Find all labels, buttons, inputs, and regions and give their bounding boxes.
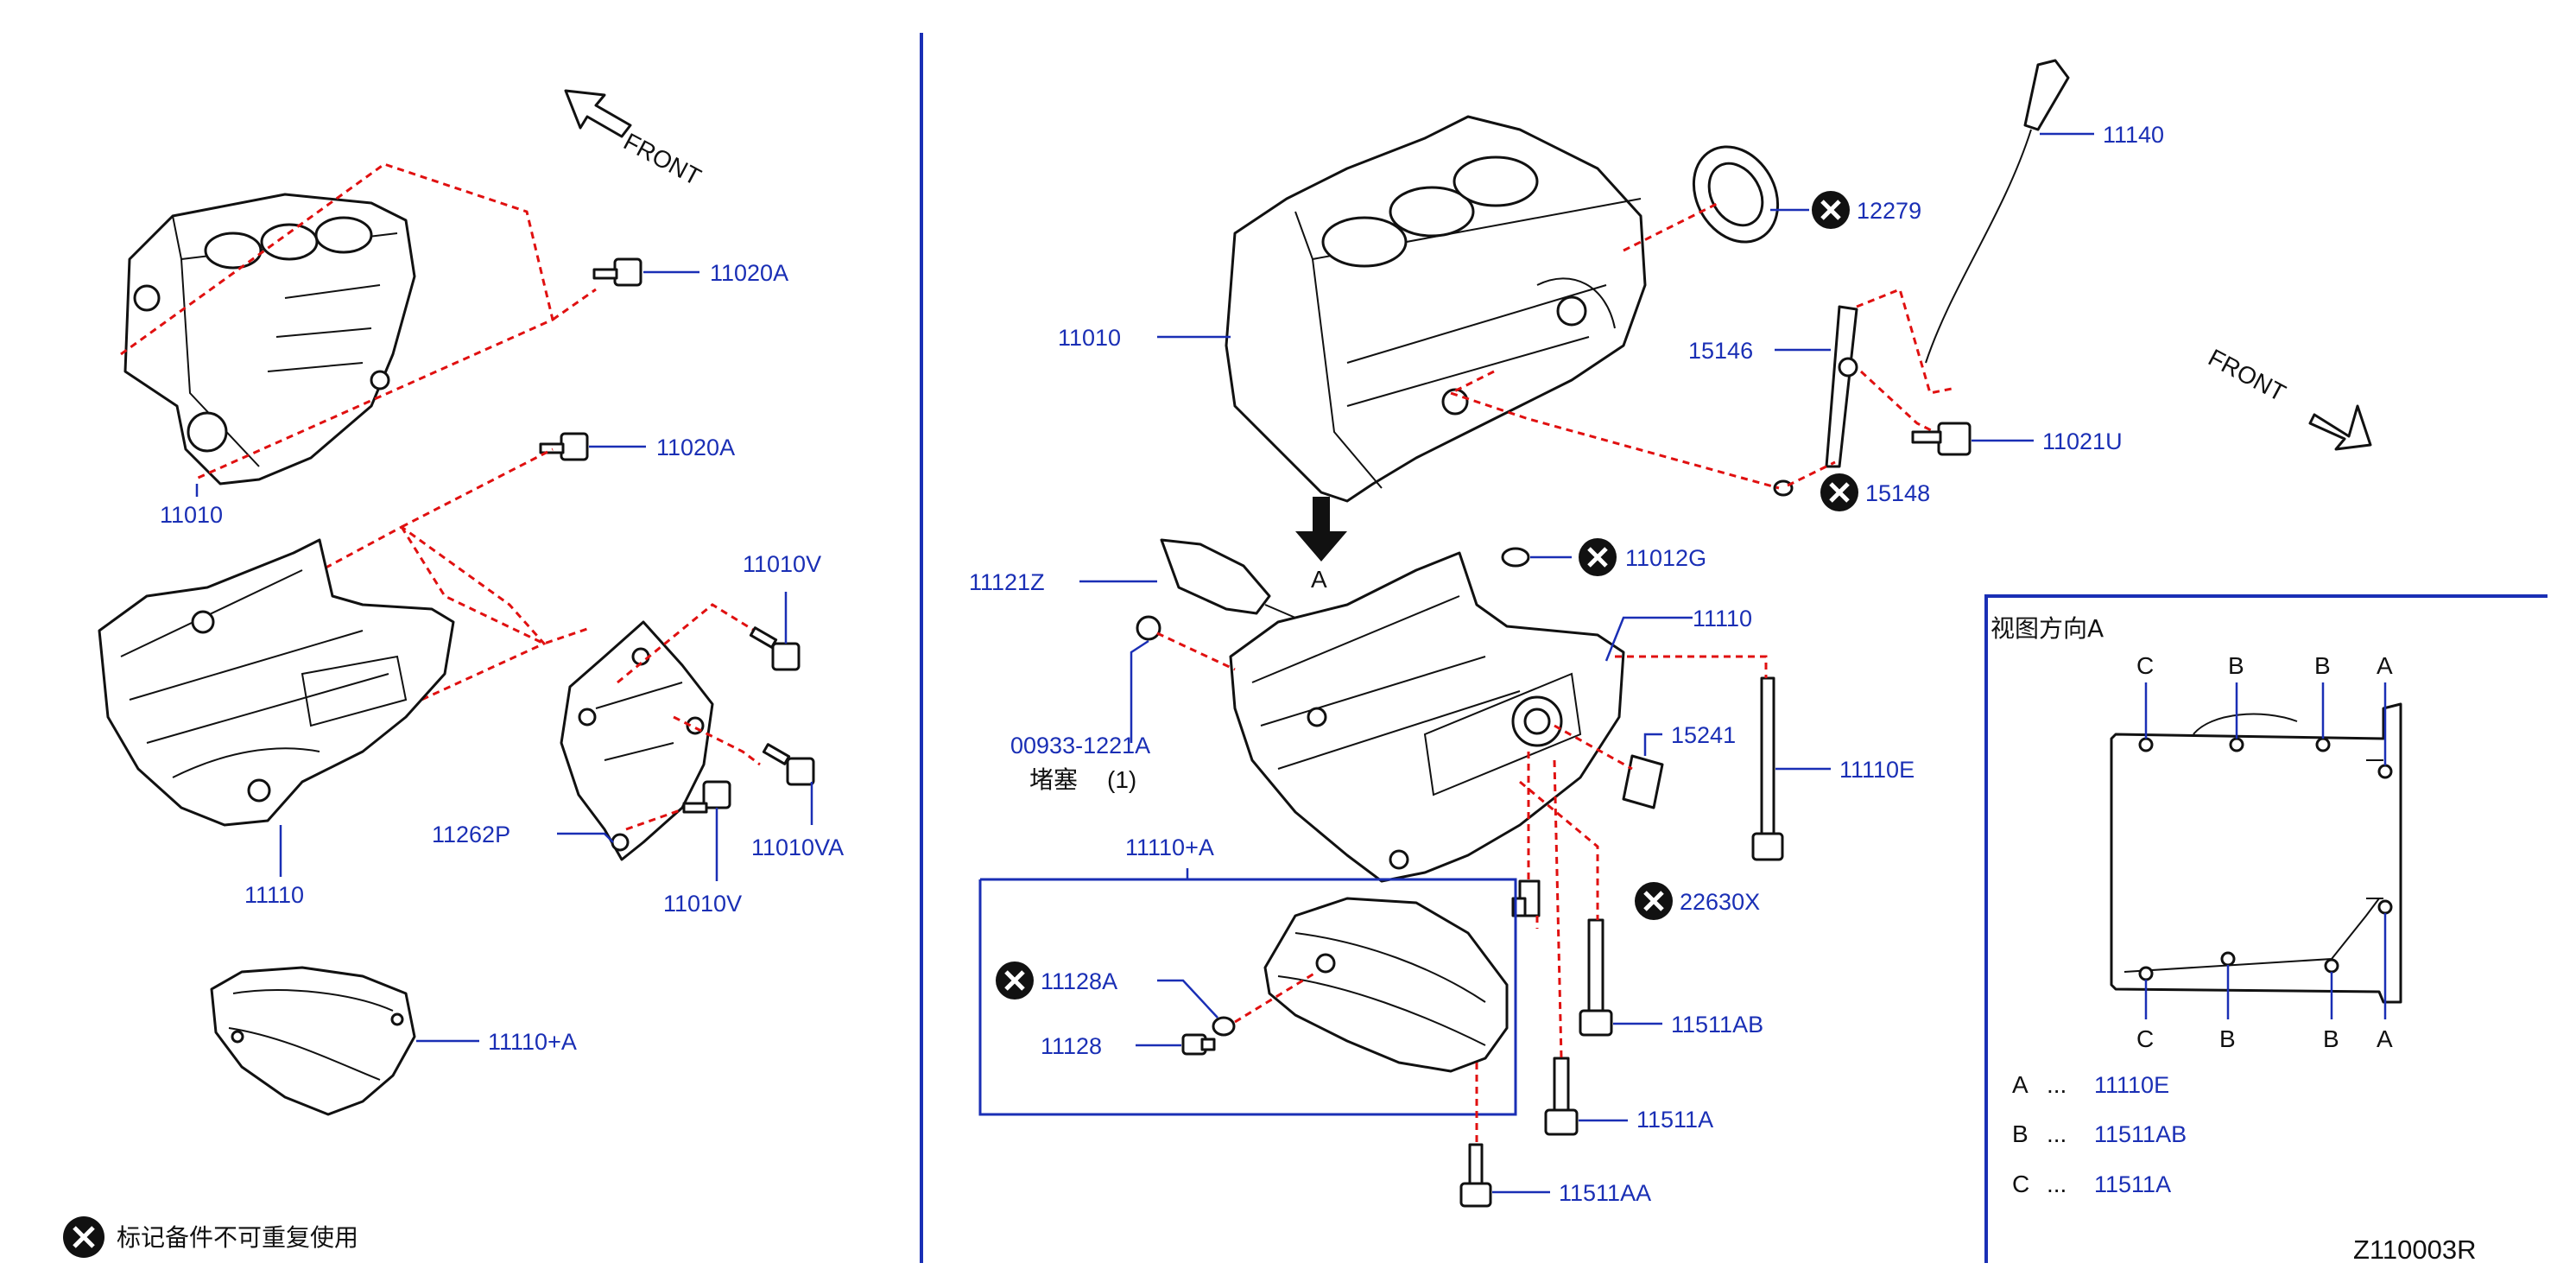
legend-part-C: 11511A bbox=[2094, 1171, 2171, 1197]
crankcase-center bbox=[1229, 551, 1625, 883]
label-11511A: 11511A bbox=[1636, 1107, 1713, 1133]
inset-frame bbox=[1984, 594, 2548, 1263]
legend-dots-C: ... bbox=[2047, 1171, 2066, 1197]
label-15241: 15241 bbox=[1671, 722, 1736, 748]
label-11110A-center: 11110+A bbox=[1125, 835, 1214, 860]
label-11140: 11140 bbox=[2103, 122, 2164, 148]
guide-tube-15146 bbox=[1825, 305, 1858, 468]
legend-part-A: 11110E bbox=[2094, 1072, 2169, 1098]
oil-pan-center bbox=[1263, 897, 1509, 1073]
label-11128A: 11128A bbox=[1041, 968, 1117, 994]
bolt-11511AB bbox=[1579, 918, 1613, 1037]
non-reusable-icon bbox=[1820, 473, 1858, 511]
non-reusable-icon bbox=[1635, 882, 1673, 920]
o-ring-11012G bbox=[1501, 547, 1530, 568]
non-reusable-icon bbox=[1579, 538, 1617, 576]
washer-11128A bbox=[1212, 1016, 1236, 1037]
inset-title: 视图方向A bbox=[1991, 614, 2104, 643]
bolt-11511AA bbox=[1459, 1143, 1492, 1208]
label-12279: 12279 bbox=[1857, 198, 1921, 224]
label-11020A-upper: 11020A bbox=[710, 260, 788, 286]
label-11110E: 11110E bbox=[1839, 757, 1915, 783]
front-label-left: FRONT bbox=[619, 128, 706, 191]
inset-bottom-letter-4: A bbox=[2377, 1025, 2393, 1052]
legend-dots-A: ... bbox=[2047, 1071, 2066, 1098]
label-11110-left: 11110 bbox=[244, 882, 304, 908]
sealant-tube-11121Z bbox=[1160, 538, 1296, 619]
label-11262P: 11262P bbox=[432, 822, 510, 847]
sensor-15241 bbox=[1622, 754, 1664, 809]
inset-bottom-letter-2: B bbox=[2219, 1025, 2236, 1052]
legend-key-A: A bbox=[2012, 1071, 2029, 1098]
label-11110-center: 11110 bbox=[1693, 606, 1752, 631]
label-11511AB: 11511AB bbox=[1671, 1012, 1763, 1038]
dipstick-11140 bbox=[1925, 59, 2070, 364]
bracket-11262P bbox=[560, 620, 714, 861]
non-reusable-icon bbox=[1812, 191, 1850, 229]
legend-key-B: B bbox=[2012, 1120, 2029, 1147]
bolt-11010VA bbox=[762, 743, 815, 786]
label-22630X: 22630X bbox=[1680, 889, 1760, 915]
inset-bottom-letter-1: C bbox=[2136, 1025, 2154, 1052]
oil-pan-group-box bbox=[978, 878, 1517, 1116]
inset-top-letter-1: C bbox=[2136, 652, 2154, 679]
bolt-11020A-upper bbox=[592, 257, 642, 287]
crankcase-left bbox=[98, 538, 455, 827]
inset-bottom-letter-3: B bbox=[2323, 1025, 2339, 1052]
label-11021U: 11021U bbox=[2042, 428, 2123, 454]
inset-top-letter-4: A bbox=[2377, 652, 2393, 679]
bolt-11020A-lower bbox=[539, 432, 589, 461]
label-11010V-upper: 11010V bbox=[743, 551, 821, 577]
non-reusable-note: 标记备件不可重复使用 bbox=[117, 1223, 358, 1252]
bolt-11010V-lower bbox=[682, 780, 731, 814]
label-11010VA: 11010VA bbox=[751, 835, 844, 860]
drain-plug-11128 bbox=[1181, 1033, 1216, 1056]
label-11012G: 11012G bbox=[1625, 545, 1706, 571]
label-arrow-A: A bbox=[1311, 566, 1327, 593]
non-reusable-icon bbox=[63, 1216, 104, 1258]
plug-00933 bbox=[1136, 615, 1161, 641]
oil-pan-left bbox=[210, 966, 416, 1116]
label-11121Z: 11121Z bbox=[969, 569, 1045, 595]
front-arrow-left bbox=[564, 89, 632, 138]
bolt-11021U bbox=[1911, 422, 1972, 456]
label-15148: 15148 bbox=[1865, 480, 1930, 506]
bolt-11010V-upper bbox=[749, 626, 801, 671]
label-11128: 11128 bbox=[1041, 1033, 1102, 1059]
inset-top-letter-2: B bbox=[2228, 652, 2244, 679]
legend-part-B: 11511AB bbox=[2094, 1121, 2187, 1147]
label-00933: 00933-1221A bbox=[1010, 733, 1150, 758]
cylinder-block-center bbox=[1225, 115, 1647, 503]
front-arrow-right bbox=[2308, 404, 2372, 451]
bolt-11110E bbox=[1751, 676, 1784, 861]
oil-seal-12279 bbox=[1692, 145, 1780, 244]
cylinder-block-left bbox=[123, 193, 416, 486]
label-15146: 15146 bbox=[1688, 338, 1753, 364]
label-plug-cn: 堵塞 bbox=[1029, 765, 1078, 794]
diagram-id: Z110003R bbox=[2353, 1234, 2476, 1265]
view-arrow-A bbox=[1295, 497, 1347, 562]
inset-drawing bbox=[2110, 702, 2402, 1004]
label-11511AA: 11511AA bbox=[1559, 1180, 1651, 1206]
inset-top-letter-3: B bbox=[2314, 652, 2331, 679]
legend-dots-B: ... bbox=[2047, 1120, 2066, 1147]
label-plug-qty: (1) bbox=[1107, 766, 1136, 793]
label-11010V-lower: 11010V bbox=[663, 891, 742, 917]
front-label-right: FRONT bbox=[2204, 344, 2290, 407]
legend-key-C: C bbox=[2012, 1171, 2029, 1197]
label-11020A-lower: 11020A bbox=[656, 435, 735, 460]
bolt-11511A bbox=[1544, 1057, 1579, 1136]
non-reusable-icon bbox=[996, 962, 1034, 1000]
label-11010-left: 11010 bbox=[160, 502, 223, 528]
label-11110A-left: 11110+A bbox=[488, 1029, 577, 1055]
label-11010-center: 11010 bbox=[1058, 325, 1121, 351]
